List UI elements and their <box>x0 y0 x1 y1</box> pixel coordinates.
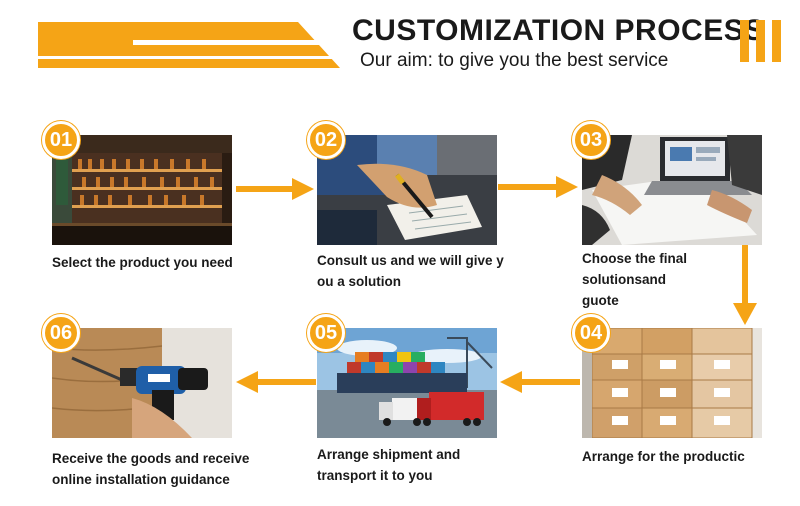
arrow-down-icon <box>733 245 757 325</box>
cargo-ship-trucks-photo <box>317 328 497 438</box>
step-01-badge: 01 <box>42 121 80 159</box>
step-06-caption: Receive the goods and receive online ins… <box>52 448 249 490</box>
page-title: CUSTOMIZATION PROCESS <box>352 14 765 48</box>
step-01-caption: Select the product you need <box>52 252 233 273</box>
step-04-badge: 04 <box>572 314 610 352</box>
step-05-badge: 05 <box>307 314 345 352</box>
step-02-badge: 02 <box>307 121 345 159</box>
step-06-badge: 06 <box>42 314 80 352</box>
arrow-left-icon <box>500 371 580 393</box>
page-subtitle: Our aim: to give you the best service <box>360 50 668 72</box>
arrow-left-icon <box>236 371 316 393</box>
step-03-caption: Choose the final solutionsand guote <box>582 248 687 311</box>
header-bars-icon <box>740 20 782 62</box>
step-03-badge: 03 <box>572 121 610 159</box>
step-02-caption: Consult us and we will give y ou a solut… <box>317 250 504 292</box>
meeting-laptop-photo <box>582 135 762 245</box>
arrow-right-icon <box>498 176 578 198</box>
cardboard-boxes-photo <box>582 328 762 438</box>
step-04-caption: Arrange for the productic <box>582 446 745 467</box>
header-stripe-decoration <box>38 22 340 68</box>
step-05-caption: Arrange shipment and transport it to you <box>317 444 460 486</box>
bar-shelves-photo <box>52 135 232 245</box>
writing-hand-photo <box>317 135 497 245</box>
power-drill-photo <box>52 328 232 438</box>
arrow-right-icon <box>236 178 314 200</box>
